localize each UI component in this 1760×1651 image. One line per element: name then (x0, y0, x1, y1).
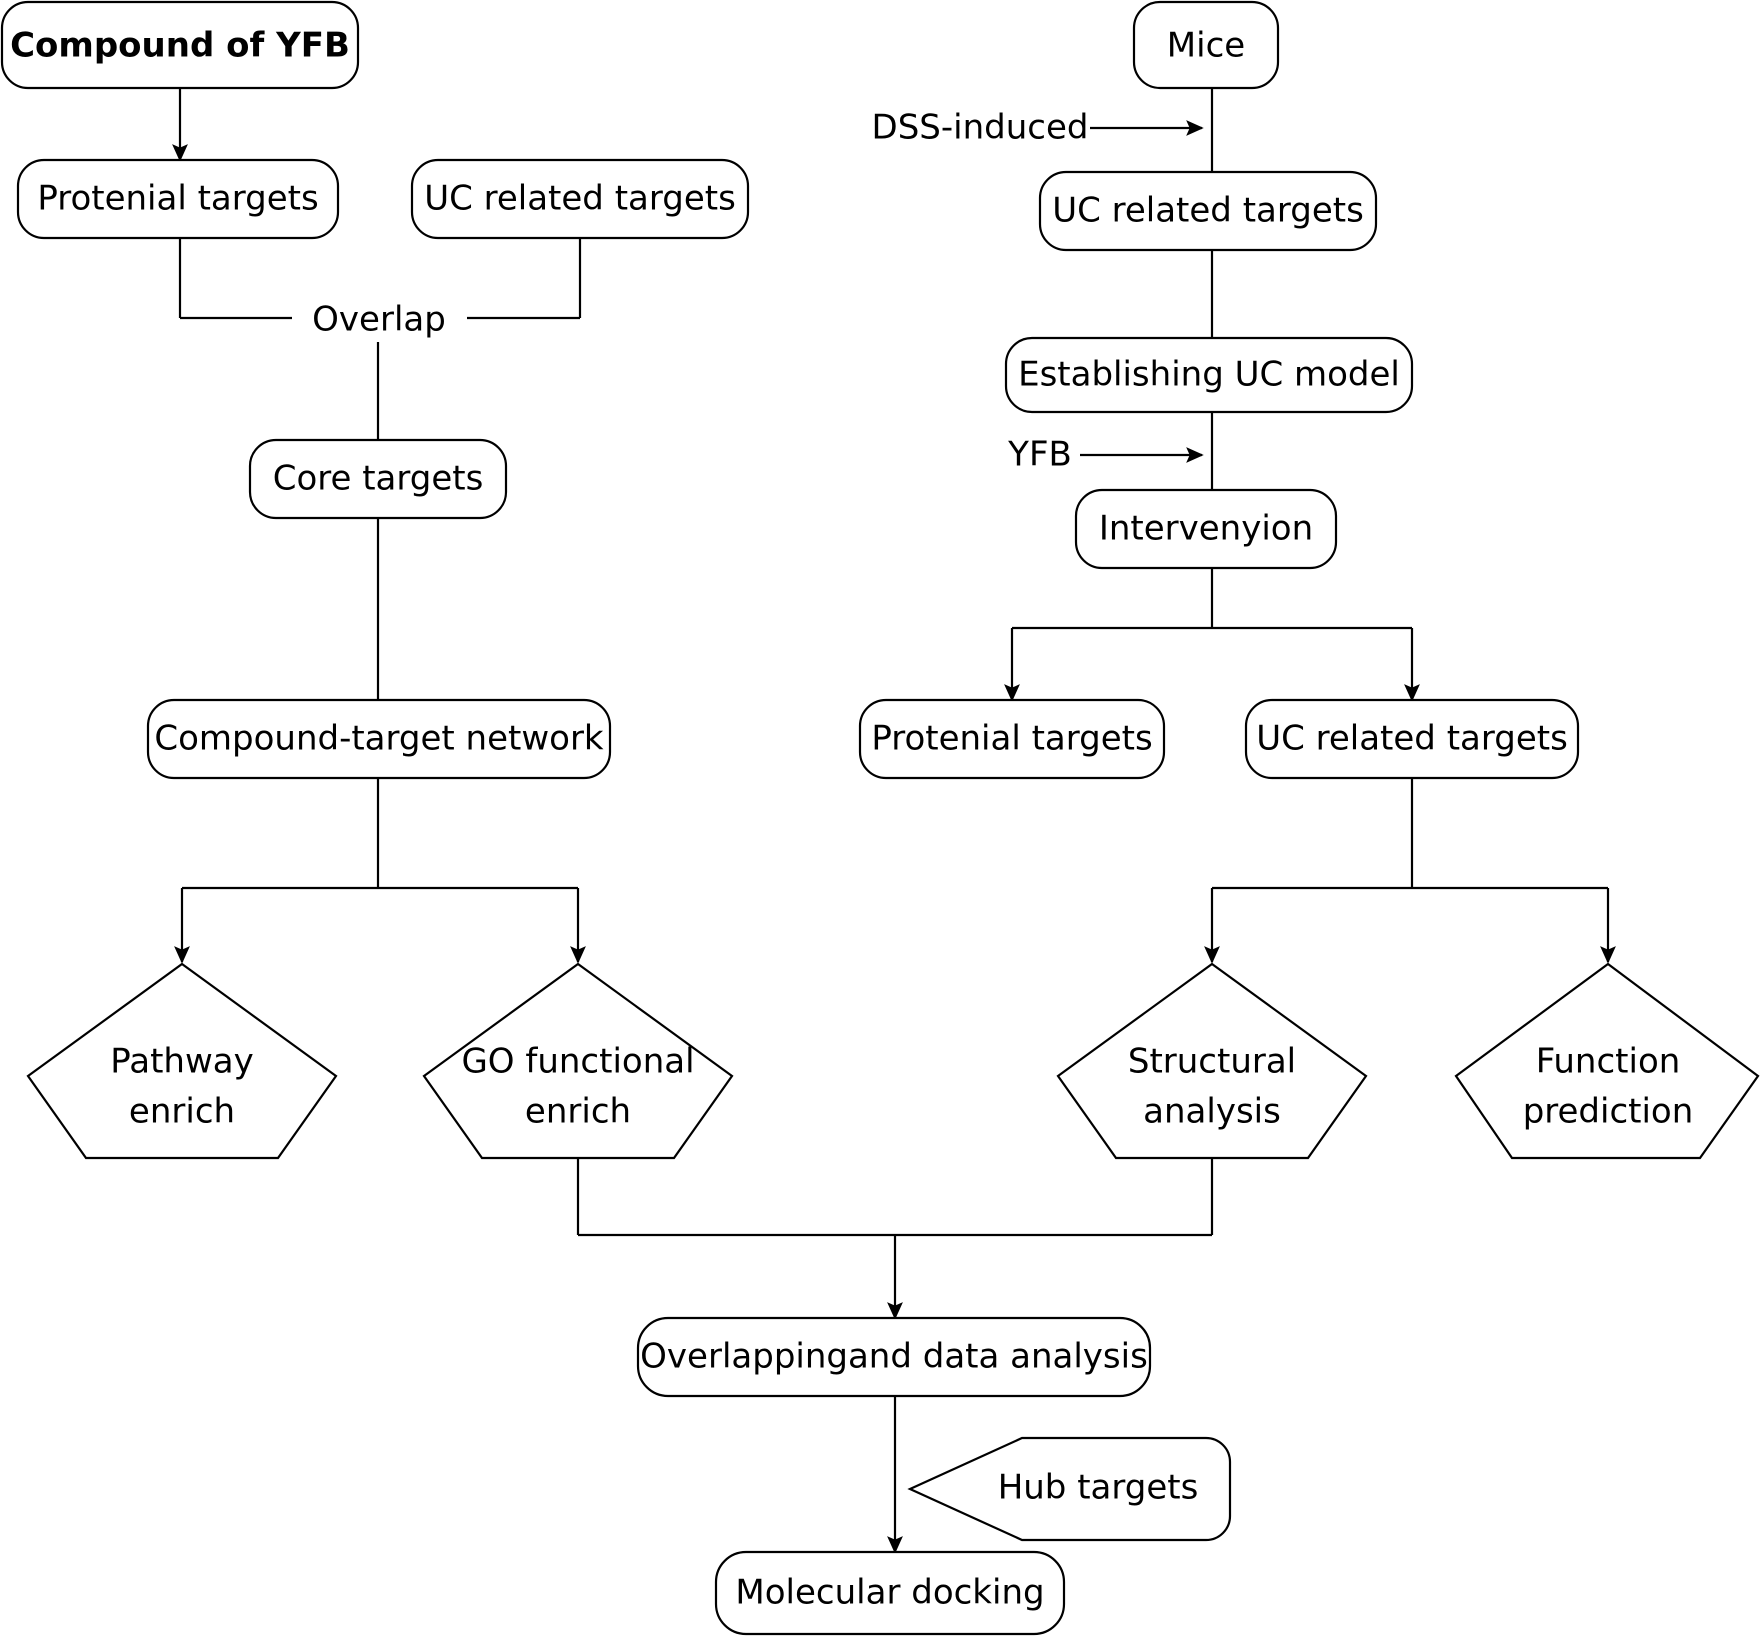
node-protenial-targets-right[interactable]: Protenial targets (858, 698, 1166, 780)
go-functional-enrich-label-line1: GO functional (461, 1042, 694, 1082)
uc-related-targets-top-right-box (1038, 170, 1378, 252)
compound-target-network-box (146, 698, 612, 780)
mice-label: Mice (1167, 26, 1245, 66)
function-prediction-label-line2: prediction (1523, 1092, 1694, 1132)
node-uc-related-targets-right[interactable]: UC related targets (1244, 698, 1580, 780)
intervenyion-label: Intervenyion (1099, 509, 1313, 549)
node-pathway-enrich[interactable]: Pathway enrich (26, 962, 338, 1160)
establishing-uc-model-box (1004, 336, 1414, 414)
protenial-targets-left-box (16, 158, 340, 240)
mice-box (1132, 0, 1280, 90)
pathway-enrich-label-line2: enrich (129, 1092, 235, 1132)
go-functional-enrich-pentagon (422, 962, 734, 1160)
function-prediction-label-line1: Function (1536, 1042, 1681, 1082)
hub-targets-shape (907, 1436, 1232, 1542)
structural-analysis-label-line1: Structural (1128, 1042, 1296, 1082)
node-uc-related-targets-top-right[interactable]: UC related targets (1038, 170, 1378, 252)
molecular-docking-label: Molecular docking (735, 1573, 1044, 1613)
pathway-enrich-pentagon (26, 962, 338, 1160)
yfb-label: YFB (1007, 435, 1072, 475)
node-function-prediction[interactable]: Function prediction (1454, 962, 1760, 1160)
node-go-functional-enrich[interactable]: GO functional enrich (422, 962, 734, 1160)
node-molecular-docking[interactable]: Molecular docking (714, 1550, 1066, 1636)
establishing-uc-model-label: Establishing UC model (1018, 355, 1400, 395)
uc-related-targets-left-box (410, 158, 750, 240)
node-core-targets[interactable]: Core targets (248, 438, 508, 520)
core-targets-label: Core targets (273, 459, 484, 499)
compound-of-yfb-label: Compound of YFB (10, 26, 350, 66)
go-functional-enrich-label-line2: enrich (525, 1092, 631, 1132)
hub-targets-label: Hub targets (998, 1468, 1199, 1508)
node-hub-targets[interactable]: Hub targets (907, 1436, 1232, 1542)
node-protenial-targets-left[interactable]: Protenial targets (16, 158, 340, 240)
structural-analysis-label-line2: analysis (1143, 1092, 1281, 1132)
node-mice[interactable]: Mice (1132, 0, 1280, 90)
node-overlapping-data-analysis[interactable]: Overlappingand data analysis (636, 1316, 1152, 1398)
compound-of-yfb-box (0, 0, 360, 90)
node-compound-target-network[interactable]: Compound-target network (146, 698, 612, 780)
node-structural-analysis[interactable]: Structural analysis (1056, 962, 1368, 1160)
edge-label-overlap: Overlap (292, 300, 467, 342)
overlap-label: Overlap (312, 300, 446, 340)
node-uc-related-targets-left[interactable]: UC related targets (410, 158, 750, 240)
structural-analysis-pentagon (1056, 962, 1368, 1160)
node-establishing-uc-model[interactable]: Establishing UC model (1004, 336, 1414, 414)
uc-related-targets-left-label: UC related targets (424, 179, 736, 219)
uc-related-targets-right-label: UC related targets (1256, 719, 1568, 759)
molecular-docking-box (714, 1550, 1066, 1636)
protenial-targets-left-label: Protenial targets (37, 179, 318, 219)
node-compound-of-yfb[interactable]: Compound of YFB (0, 0, 360, 90)
function-prediction-pentagon (1454, 962, 1760, 1160)
protenial-targets-right-box (858, 698, 1166, 780)
compound-target-network-label: Compound-target network (154, 719, 604, 759)
uc-related-targets-top-right-label: UC related targets (1052, 191, 1364, 231)
overlapping-data-analysis-label: Overlappingand data analysis (640, 1337, 1148, 1377)
uc-related-targets-right-box (1244, 698, 1580, 780)
protenial-targets-right-label: Protenial targets (871, 719, 1152, 759)
core-targets-box (248, 438, 508, 520)
overlapping-data-analysis-box (636, 1316, 1152, 1398)
node-intervenyion[interactable]: Intervenyion (1074, 488, 1338, 570)
dss-induced-label: DSS-induced (872, 108, 1089, 148)
overlap-label-backing (292, 300, 467, 342)
pathway-enrich-label-line1: Pathway (110, 1042, 253, 1082)
intervenyion-box (1074, 488, 1338, 570)
